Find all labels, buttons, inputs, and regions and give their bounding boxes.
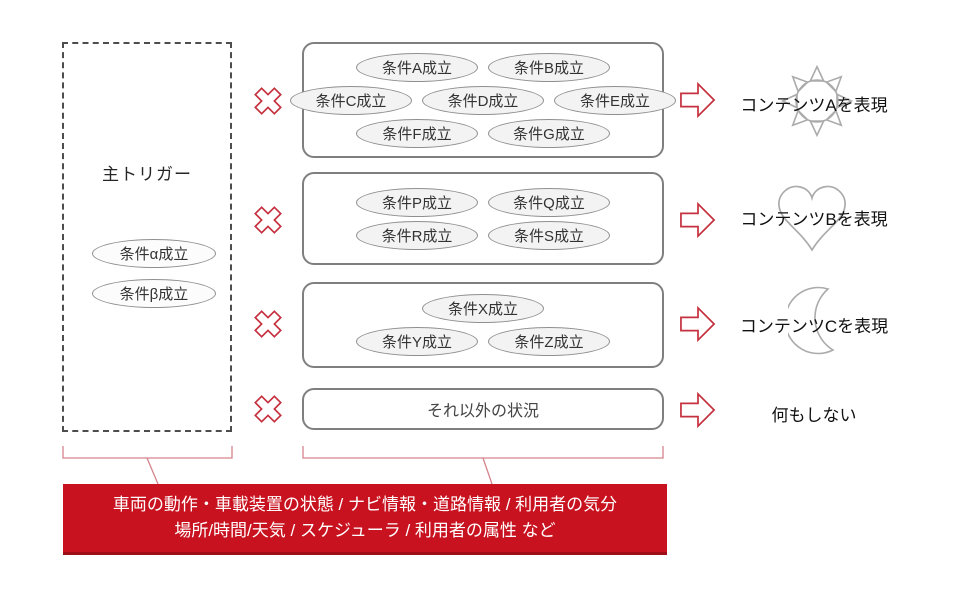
- output-label-content-c: コンテンツCを表現: [739, 317, 889, 336]
- condition-ellipse: 条件E成立: [554, 85, 676, 115]
- condition-ellipse: 条件G成立: [488, 118, 610, 148]
- condition-ellipse: 条件A成立: [356, 52, 478, 82]
- bracket-left: [62, 446, 233, 459]
- sun-icon: [781, 65, 853, 137]
- condition-ellipse: 条件Y成立: [356, 327, 478, 356]
- source-banner: 車両の動作・車載装置の状態 / ナビ情報・道路情報 / 利用者の気分 場所/時間…: [63, 484, 667, 555]
- condition-ellipse: 条件S成立: [488, 220, 610, 250]
- condition-ellipse: 条件Q成立: [488, 187, 610, 217]
- condition-ellipse: 条件F成立: [356, 118, 478, 148]
- multiply-icon: [254, 395, 282, 423]
- flow-arrow-icon: [680, 81, 716, 119]
- output-label-content-a: コンテンツAを表現: [740, 96, 888, 115]
- condition-ellipse: 条件R成立: [356, 220, 478, 250]
- source-banner-line2: 場所/時間/天気 / スケジューラ / 利用者の属性 など: [174, 521, 556, 540]
- condition-ellipse: 条件D成立: [422, 85, 544, 115]
- other-situation-label: それ以外の状況: [426, 403, 539, 420]
- condition-ellipse-alpha: 条件α成立: [92, 239, 216, 268]
- main-trigger-box: [62, 42, 232, 432]
- condition-ellipse: 条件Z成立: [488, 327, 610, 356]
- flow-arrow-icon: [680, 391, 716, 429]
- flow-arrow-icon: [680, 201, 716, 239]
- output-label-do-nothing: 何もしない: [771, 406, 857, 425]
- main-trigger-title: 主トリガー: [102, 165, 192, 184]
- condition-ellipse-beta: 条件β成立: [92, 279, 216, 308]
- condition-ellipse: 条件P成立: [356, 187, 478, 217]
- moon-icon: [788, 286, 835, 355]
- condition-ellipse: 条件C成立: [290, 85, 412, 115]
- flow-arrow-icon: [680, 305, 716, 343]
- condition-group-other: それ以外の状況: [302, 388, 664, 430]
- bracket-right: [302, 446, 664, 459]
- source-banner-line1: 車両の動作・車載装置の状態 / ナビ情報・道路情報 / 利用者の気分: [112, 494, 618, 514]
- output-label-content-b: コンテンツBを表現: [740, 210, 888, 229]
- multiply-icon: [254, 87, 282, 115]
- condition-ellipse: 条件B成立: [488, 52, 610, 82]
- condition-group-c: 条件X成立 条件Y成立 条件Z成立: [302, 282, 664, 368]
- condition-ellipse: 条件X成立: [422, 294, 544, 323]
- multiply-icon: [254, 310, 282, 338]
- condition-group-b: 条件P成立 条件Q成立 条件R成立 条件S成立: [302, 172, 664, 265]
- multiply-icon: [254, 206, 282, 234]
- heart-icon: [778, 185, 846, 252]
- condition-group-a: 条件A成立 条件B成立 条件C成立 条件D成立 条件E成立 条件F成立 条件G成…: [290, 42, 676, 158]
